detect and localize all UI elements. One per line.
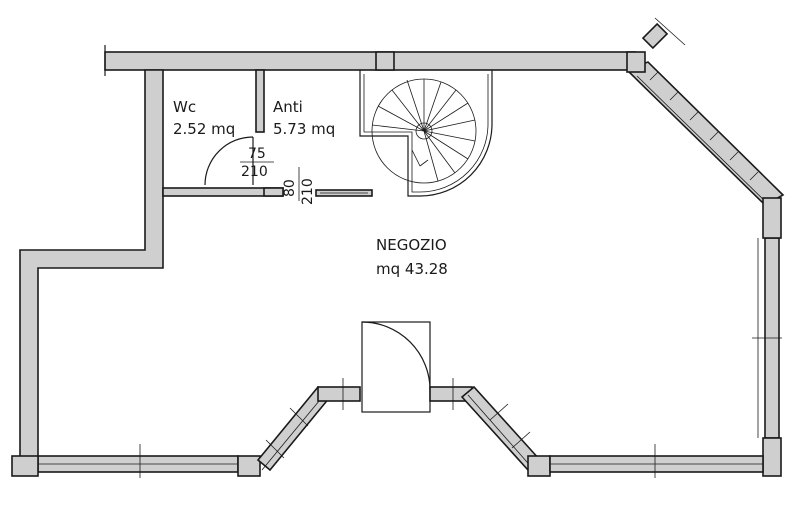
right-diagonal-window bbox=[636, 71, 772, 208]
stair-top-pillar bbox=[375, 51, 395, 71]
corner-pillar-top-small bbox=[641, 22, 669, 50]
negozio-room-name: NEGOZIO bbox=[376, 236, 447, 254]
wc-room-name: Wc bbox=[173, 98, 196, 116]
anti-door-dimension: 80 210 bbox=[282, 167, 316, 205]
wc-door-width: 75 bbox=[248, 146, 266, 162]
anti-left-jamb bbox=[263, 187, 284, 197]
entrance-left-flank bbox=[317, 386, 361, 402]
anti-door-width: 80 bbox=[282, 179, 298, 197]
pillar-right-lower bbox=[762, 437, 782, 477]
spiral-staircase bbox=[359, 70, 493, 197]
wc-room-area: 2.52 mq bbox=[173, 120, 235, 138]
pillar-right-upper bbox=[762, 197, 782, 239]
pillar-bottom-mid-left bbox=[237, 455, 261, 477]
entrance-door bbox=[361, 321, 431, 413]
wc-door-dimension: 75 210 bbox=[240, 146, 274, 180]
anti-room-area: 5.73 mq bbox=[273, 120, 335, 138]
corner-pillar-top-right bbox=[626, 51, 646, 73]
entrance-right-window bbox=[467, 394, 535, 471]
entrance-left-window bbox=[261, 394, 325, 471]
wc-anti-partition bbox=[255, 69, 265, 133]
pillar-bottom-left bbox=[11, 455, 39, 477]
anti-door-height: 210 bbox=[300, 178, 316, 205]
negozio-room-area: mq 43.28 bbox=[376, 260, 448, 278]
top-wall bbox=[104, 51, 636, 71]
left-wall bbox=[19, 69, 164, 459]
right-diagonal-wall bbox=[625, 61, 785, 206]
wc-door-swing bbox=[204, 136, 254, 186]
wc-door-height: 210 bbox=[241, 164, 268, 180]
pillar-bottom-mid-right bbox=[527, 455, 551, 477]
anti-room-name: Anti bbox=[273, 98, 303, 116]
outside-marker bbox=[654, 17, 686, 46]
